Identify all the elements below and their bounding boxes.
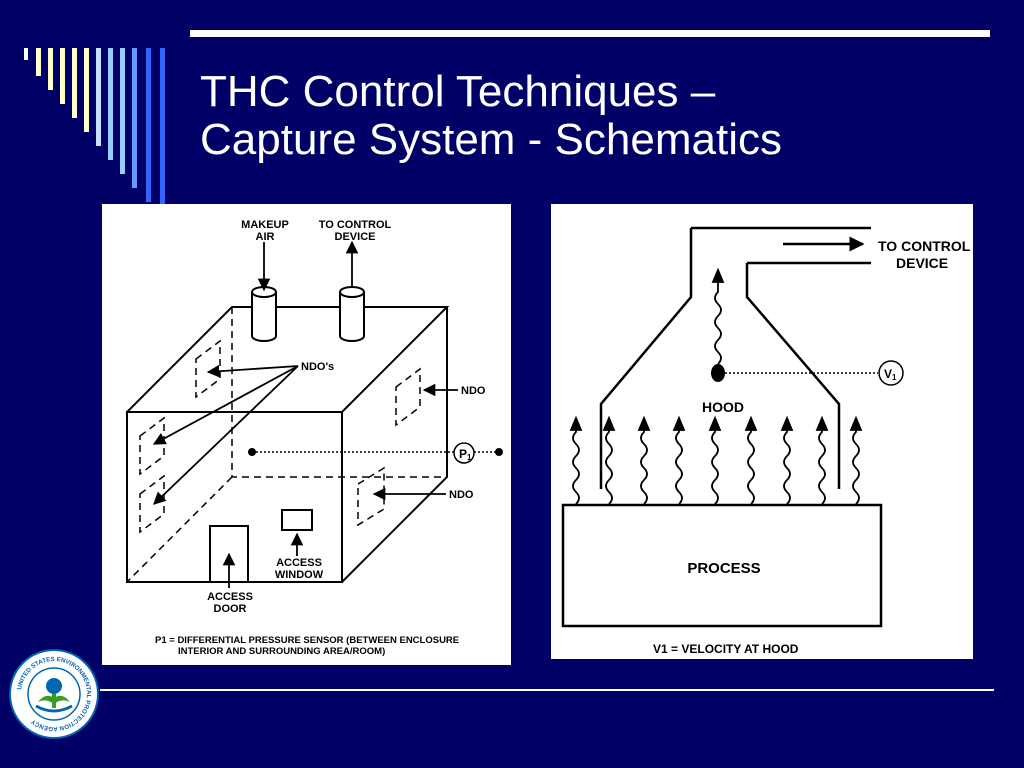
exhaust-stack	[339, 292, 365, 342]
slide-title: THC Control Techniques – Capture System …	[200, 68, 1000, 164]
flow-arrowhead	[780, 415, 794, 431]
access-window-label: ACCESS	[276, 557, 322, 569]
process-box	[561, 503, 883, 628]
flow-arrowhead	[569, 415, 583, 431]
hood-schematic-panel: V1 TO CONTROL DEVICE HOOD PROCESS V1 = V…	[551, 204, 973, 659]
flow-wave	[711, 428, 719, 505]
pressure-sensor-point	[248, 448, 256, 456]
flow-arrowhead	[815, 415, 829, 431]
velocity-sensor-point	[711, 364, 725, 382]
hood-outline	[745, 263, 841, 489]
p1-symbol: P1	[459, 447, 472, 462]
stripe	[84, 48, 89, 132]
flow-arrowhead	[708, 415, 722, 431]
ndos-label: NDO's	[301, 361, 334, 373]
enclosure-caption: INTERIOR AND SURROUNDING AREA/ROOM)	[178, 646, 385, 657]
flow-arrowhead	[672, 415, 686, 431]
flow-wave	[818, 428, 826, 505]
stripe	[120, 48, 125, 174]
hood-label: HOOD	[702, 399, 744, 415]
bottom-rule	[100, 689, 994, 691]
ndo-opening	[139, 474, 165, 534]
stripe	[160, 48, 165, 206]
flow-arrowhead	[711, 267, 725, 283]
makeup-air-label: AIR	[256, 231, 275, 243]
makeup-air-label: MAKEUP	[241, 219, 289, 231]
control-device-label: TO CONTROL	[878, 238, 971, 254]
pressure-sensor-symbol	[453, 442, 475, 464]
stripe	[48, 48, 53, 90]
ndo-arrow	[206, 364, 299, 378]
title-line-1: THC Control Techniques –	[200, 67, 716, 116]
hood-caption: V1 = VELOCITY AT HOOD	[653, 642, 799, 656]
access-window-label: WINDOW	[275, 569, 324, 581]
control-device-label: DEVICE	[335, 231, 376, 243]
box-hidden-edges	[126, 307, 447, 583]
flow-wave	[747, 428, 755, 505]
exhaust-stack-top	[339, 286, 365, 298]
ndo-label: NDO	[461, 385, 486, 397]
flow-arrowhead	[744, 415, 758, 431]
stripe	[108, 48, 113, 160]
top-rule	[190, 30, 990, 37]
flow-arrowhead	[637, 415, 651, 431]
flow-wave	[783, 428, 791, 505]
flow-arrowhead	[849, 415, 863, 431]
epa-logo: UNITED STATES ENVIRONMENTAL PROTECTION A…	[9, 649, 99, 739]
flow-wave	[605, 428, 613, 505]
flow-wave	[714, 280, 722, 365]
flow-wave	[852, 428, 860, 505]
enclosure-schematic: P1 MAKEUP AIR TO CONTROL DEVICE NDO's ND…	[126, 219, 503, 657]
enclosure-caption: P1 = DIFFERENTIAL PRESSURE SENSOR (BETWE…	[155, 635, 459, 646]
access-door-label: ACCESS	[207, 591, 253, 603]
pressure-sensor-point	[495, 448, 503, 456]
stripe	[36, 48, 41, 76]
stripe	[60, 48, 65, 104]
access-door-label: DOOR	[214, 603, 247, 615]
ndo-opening	[139, 416, 165, 476]
stripe	[146, 48, 151, 202]
ndo-arrow	[152, 365, 299, 445]
v1-symbol: V1	[884, 367, 897, 382]
stripe	[72, 48, 77, 118]
control-device-label: DEVICE	[896, 255, 948, 271]
ndo-arrow	[153, 365, 299, 505]
stripe	[132, 48, 137, 188]
stripe	[96, 48, 101, 146]
process-label: PROCESS	[687, 560, 760, 577]
box-right-edges	[341, 307, 448, 583]
ndo-opening	[395, 367, 421, 427]
control-device-label: TO CONTROL	[319, 219, 392, 231]
flow-arrowhead	[602, 415, 616, 431]
flow-arrows	[569, 267, 863, 505]
box-top-face	[126, 306, 450, 413]
ndo-opening	[195, 339, 221, 399]
flow-wave	[640, 428, 648, 505]
makeup-air-stack	[251, 292, 277, 342]
hood-schematic: V1 TO CONTROL DEVICE HOOD PROCESS V1 = V…	[561, 226, 971, 656]
velocity-sensor-symbol	[878, 360, 904, 386]
flow-wave	[675, 428, 683, 505]
flow-wave	[572, 428, 580, 505]
enclosure-schematic-panel: P1 MAKEUP AIR TO CONTROL DEVICE NDO's ND…	[102, 204, 511, 665]
stripe	[24, 48, 28, 60]
title-line-2: Capture System - Schematics	[200, 115, 782, 164]
hood-outline	[599, 228, 693, 489]
ndo-label: NDO	[449, 489, 474, 501]
decorative-stripes	[24, 48, 165, 206]
access-window	[281, 509, 313, 531]
